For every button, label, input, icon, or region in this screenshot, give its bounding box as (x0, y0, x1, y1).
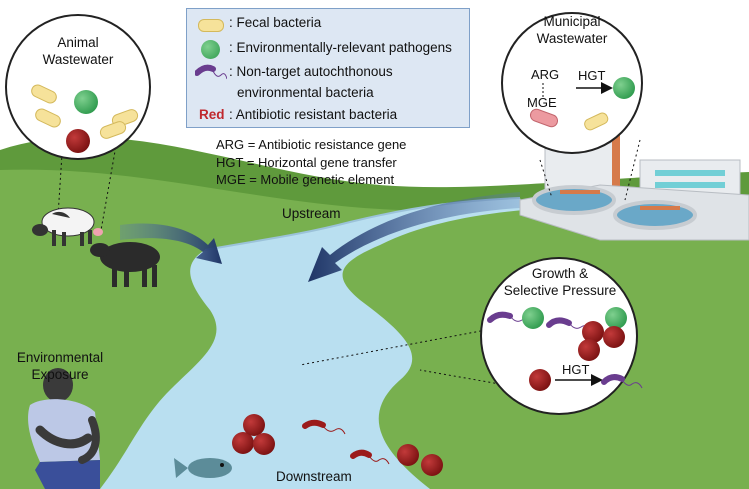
animal-flow-arrow (120, 223, 222, 264)
dairy-cow (32, 207, 103, 246)
growth-title: Growth & (531, 266, 589, 281)
red-label: : Antibiotic resistant bacteria (229, 107, 398, 122)
mge-label: MGE (527, 95, 557, 110)
autochthonous-bacteria-icon (195, 64, 227, 80)
municipal-flow-arrow (308, 192, 520, 282)
legend-label: : Environmentally-relevant pathogens (229, 40, 452, 55)
environmental-exposure-label: Exposure (31, 367, 89, 382)
legend: : Fecal bacteria : Environmentally-relev… (186, 8, 470, 128)
abbreviation: MGE = Mobile genetic element (216, 172, 395, 187)
abbreviation: HGT = Horizontal gene transfer (216, 155, 397, 170)
river (100, 198, 524, 489)
growth-panel (480, 257, 643, 415)
animal-wastewater-panel (5, 14, 151, 160)
downstream-label: Downstream (276, 469, 352, 484)
sick-person (28, 368, 100, 489)
animal-wastewater-title: Wastewater (42, 52, 114, 67)
legend-label: : Fecal bacteria (229, 15, 322, 30)
black-cow (90, 242, 160, 287)
abbreviation: ARG = Antibiotic resistance gene (216, 137, 407, 152)
growth-title: Selective Pressure (503, 283, 617, 298)
environmental-exposure-label: Environmental (16, 350, 104, 365)
municipal-wastewater-title: Wastewater (536, 31, 608, 46)
pathogen-icon (201, 40, 220, 59)
animal-wastewater-title: Animal (57, 35, 99, 50)
fish (174, 458, 232, 478)
municipal-wastewater-panel (501, 12, 643, 154)
hgt-label: HGT (562, 362, 590, 377)
hgt-label: HGT (578, 68, 606, 83)
municipal-wastewater-title: Municipal (543, 14, 601, 29)
red-key: Red (199, 107, 225, 122)
legend-label: environmental bacteria (237, 85, 374, 100)
upstream-label: Upstream (282, 206, 341, 221)
fecal-bacteria-icon (198, 19, 224, 32)
legend-label: : Non-target autochthonous (229, 64, 393, 79)
arg-label: ARG (531, 67, 560, 82)
